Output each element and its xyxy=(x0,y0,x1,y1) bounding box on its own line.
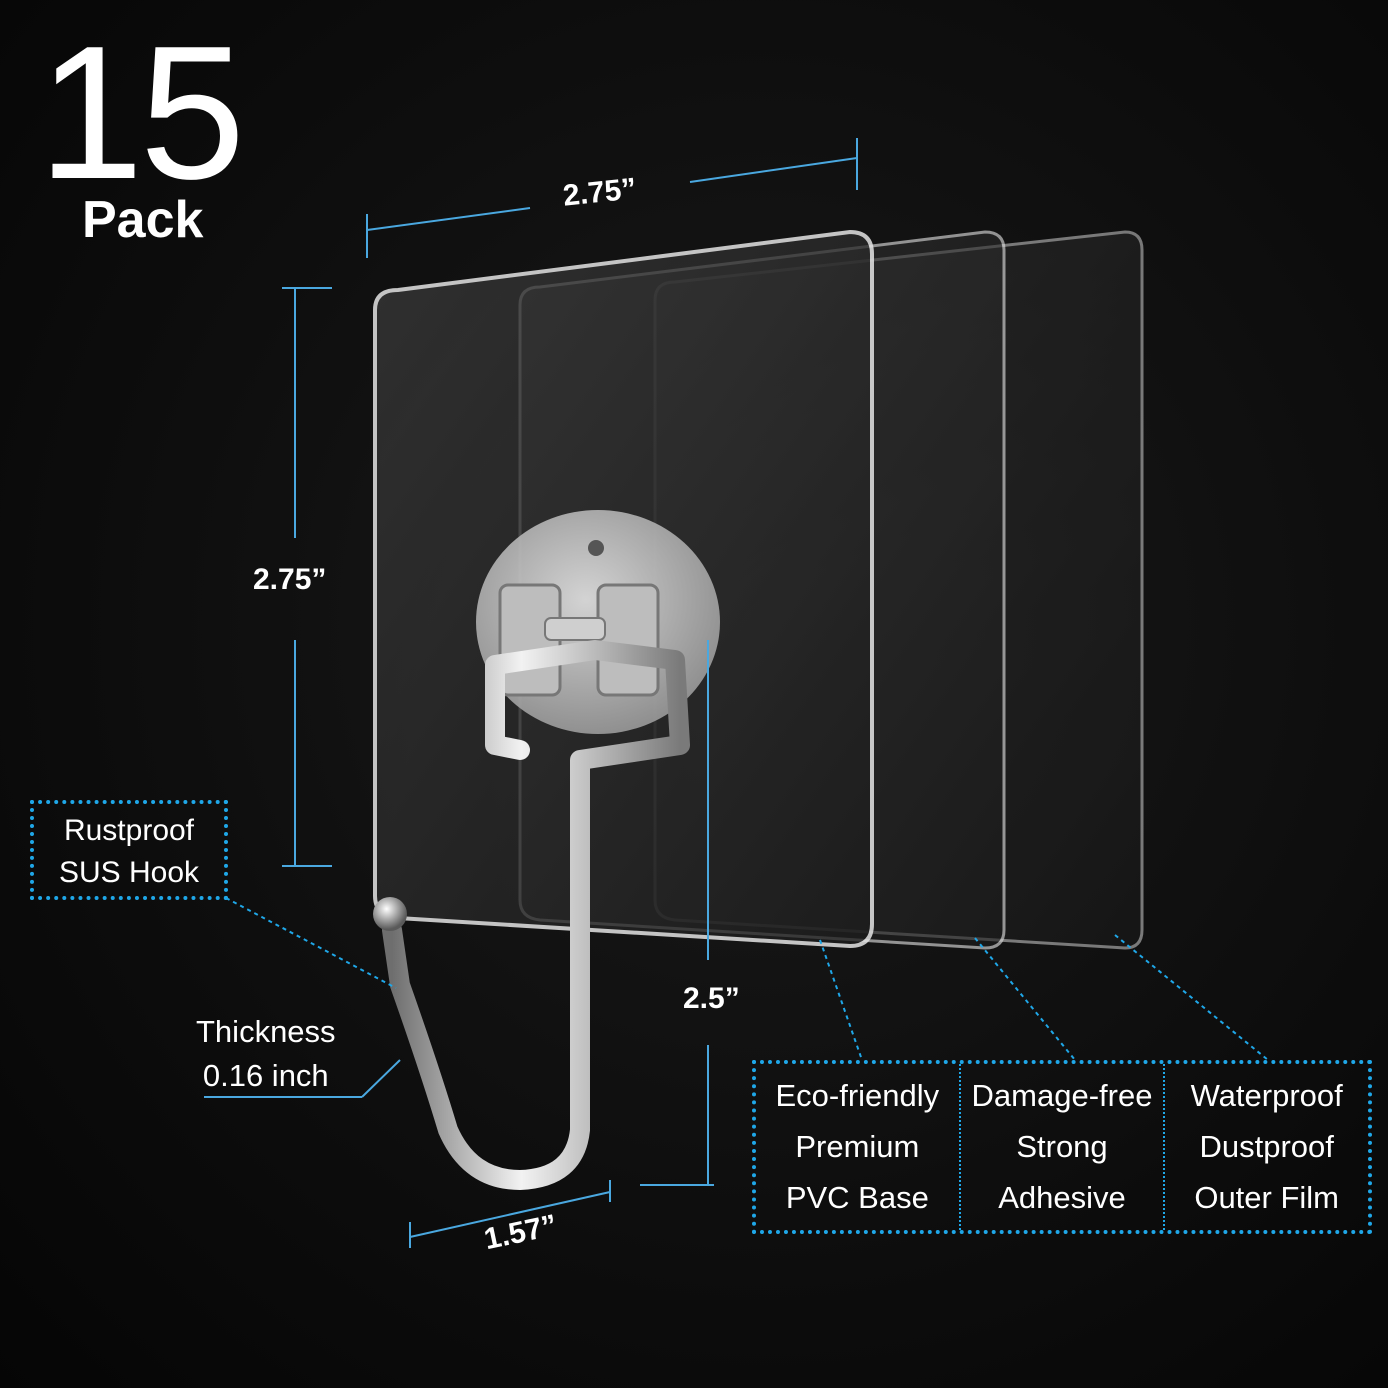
pack-label: Pack xyxy=(82,191,204,249)
feature-column-film: Waterproof Dustproof Outer Film xyxy=(1163,1064,1368,1230)
feature-text: Damage-free xyxy=(971,1077,1153,1113)
side-height-label: 2.75” xyxy=(253,563,327,596)
steel-hook xyxy=(373,640,690,1190)
thickness-line-2: 0.16 inch xyxy=(202,1058,329,1093)
rustproof-callout: Rustproof SUS Hook xyxy=(30,800,228,900)
rustproof-line-2: SUS Hook xyxy=(58,856,200,889)
thickness-line-1: Thickness xyxy=(196,1014,336,1049)
feature-text: Waterproof xyxy=(1190,1077,1343,1113)
hook-length-label: 2.5” xyxy=(683,982,740,1015)
feature-column-adhesive: Damage-free Strong Adhesive xyxy=(958,1064,1164,1230)
feature-text: Adhesive xyxy=(998,1180,1126,1216)
feature-text: Outer Film xyxy=(1194,1180,1340,1216)
thickness-callout: Thickness 0.16 inch xyxy=(196,1010,336,1098)
mounting-disc xyxy=(476,510,720,734)
feature-column-base: Eco-friendly Premium PVC Base xyxy=(756,1064,959,1230)
leader-lines xyxy=(225,897,1269,1061)
feature-text: Eco-friendly xyxy=(775,1077,940,1113)
dimension-lines xyxy=(204,138,858,1248)
features-box: Eco-friendly Premium PVC Base Damage-fre… xyxy=(752,1060,1372,1234)
rustproof-line-1: Rustproof xyxy=(63,814,195,847)
pack-count: 15 xyxy=(38,7,245,219)
feature-text: Premium xyxy=(795,1128,920,1164)
feature-text: Dustproof xyxy=(1199,1128,1334,1164)
feature-text: PVC Base xyxy=(785,1180,929,1216)
feature-text: Strong xyxy=(1016,1128,1108,1164)
